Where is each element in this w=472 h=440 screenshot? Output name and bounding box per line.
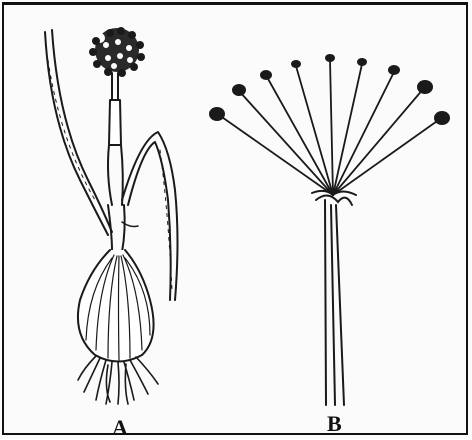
umbel-main-stalk bbox=[325, 200, 344, 405]
umbel-flower-6 bbox=[357, 58, 367, 66]
umbel-flower-4 bbox=[291, 60, 301, 68]
umbel-flower-5 bbox=[325, 54, 335, 62]
umbel-flower-9 bbox=[434, 111, 450, 125]
umbel-diagram bbox=[209, 54, 450, 405]
umbel-flower-7 bbox=[388, 65, 400, 75]
onion-plant-illustration bbox=[45, 27, 178, 404]
onion-flower-stalk bbox=[108, 73, 123, 205]
umbel-flower-3 bbox=[260, 70, 272, 80]
onion-flower-head bbox=[89, 27, 145, 77]
figure-label-b: B bbox=[327, 413, 342, 435]
onion-roots bbox=[78, 356, 158, 404]
onion-bulb bbox=[78, 250, 154, 362]
umbel-flower-1 bbox=[209, 107, 225, 121]
umbel-flower-8 bbox=[417, 80, 433, 94]
figure-label-a: A bbox=[112, 417, 128, 439]
umbel-rays bbox=[219, 60, 440, 195]
umbel-flower-2 bbox=[232, 84, 246, 96]
